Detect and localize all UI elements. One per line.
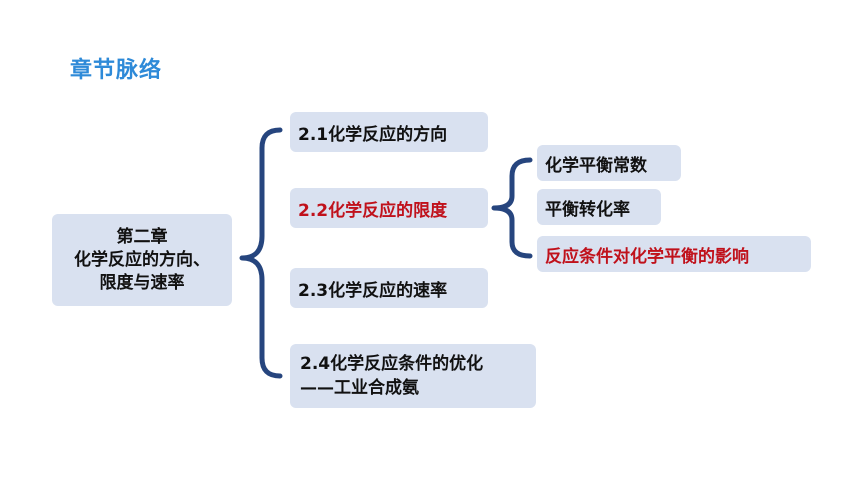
chapter-number: 第二章	[116, 226, 168, 247]
section-2-4-node: 2.4化学反应条件的优化 ——工业合成氨	[290, 344, 536, 408]
page-title: 章节脉络	[70, 58, 163, 83]
section-label: 2.1化学反应的方向	[298, 124, 448, 145]
subtopic-equilibrium-constant: 化学平衡常数	[537, 145, 681, 181]
section-2-3-node: 2.3化学反应的速率	[290, 268, 488, 308]
section-sublabel: ——工业合成氨	[300, 378, 419, 398]
section-2-1-node: 2.1化学反应的方向	[290, 112, 488, 152]
sub-bracket	[491, 157, 533, 259]
chapter-title-line1: 化学反应的方向、	[74, 249, 210, 270]
main-bracket	[239, 127, 283, 379]
chapter-title-line2: 限度与速率	[99, 272, 185, 293]
subtopic-label: 化学平衡常数	[545, 155, 647, 176]
section-2-2-node: 2.2化学反应的限度	[290, 188, 488, 228]
section-label: 2.3化学反应的速率	[298, 280, 448, 301]
subtopic-conditions-effect: 反应条件对化学平衡的影响	[537, 236, 811, 272]
section-label: 2.4化学反应条件的优化	[300, 354, 484, 374]
chapter-root-node: 第二章 化学反应的方向、 限度与速率	[52, 214, 232, 306]
subtopic-label: 平衡转化率	[545, 199, 630, 220]
subtopic-conversion-rate: 平衡转化率	[537, 189, 661, 225]
section-label: 2.2化学反应的限度	[298, 200, 448, 221]
subtopic-label: 反应条件对化学平衡的影响	[545, 246, 749, 267]
